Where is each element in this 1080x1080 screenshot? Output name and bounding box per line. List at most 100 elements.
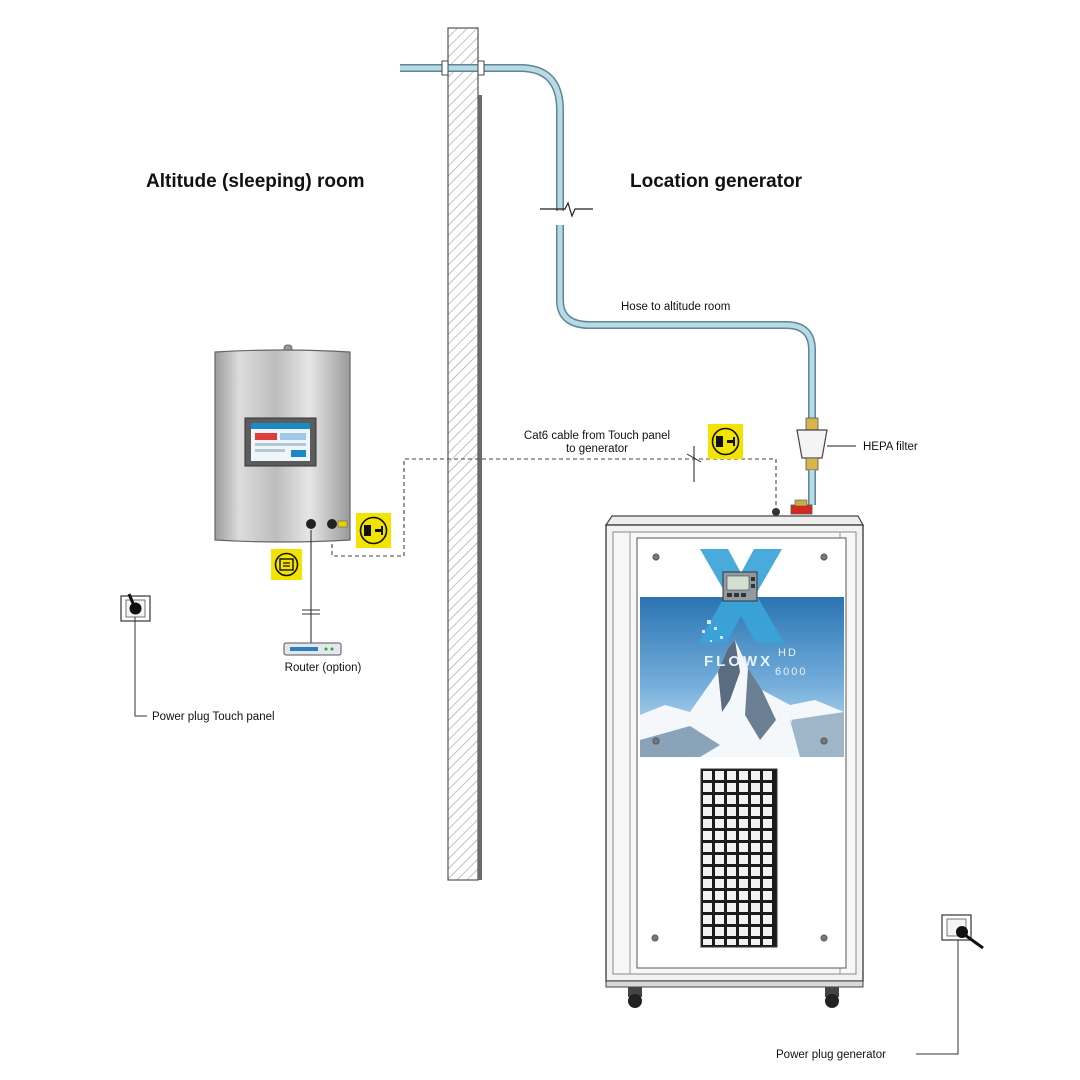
grille-cell: [715, 867, 724, 876]
cat6-label-line1: Cat6 cable from Touch panel: [524, 430, 670, 442]
grille-cell: [739, 867, 748, 876]
grille-cell: [751, 867, 760, 876]
grille-cell: [727, 891, 736, 900]
power-generator-leader: [916, 940, 959, 1055]
grille-cell: [727, 867, 736, 876]
grille-cell: [763, 843, 772, 852]
grille-cell: [739, 819, 748, 828]
grille-cell: [763, 891, 772, 900]
brand-suffix: HD: [778, 647, 798, 659]
grille-cell: [751, 879, 760, 888]
grille-cell: [751, 939, 760, 945]
grille-cell: [715, 891, 724, 900]
grille-cell: [751, 843, 760, 852]
power-socket-icon: [120, 593, 151, 622]
grille-cell: [763, 795, 772, 804]
cat6-cable: [331, 458, 777, 557]
grille-cell: [727, 795, 736, 804]
grille-cell: [751, 915, 760, 924]
grille-cell: [739, 783, 748, 792]
grille-cell: [703, 915, 712, 924]
grille-cell: [763, 927, 772, 936]
grille-cell: [739, 795, 748, 804]
grille-cell: [715, 915, 724, 924]
grille-cell: [703, 795, 712, 804]
brand-logo: FLOWX: [704, 653, 773, 670]
grille-cell: [703, 927, 712, 936]
generator: FLOWX HD 6000: [604, 499, 865, 1008]
grille-cell: [751, 891, 760, 900]
grille-cell: [739, 807, 748, 816]
grille-cell: [763, 771, 772, 780]
grille-cell: [751, 807, 760, 816]
grille-cell: [703, 783, 712, 792]
grille-cell: [739, 915, 748, 924]
grille-cell: [715, 819, 724, 828]
router: [283, 642, 342, 656]
grille-cell: [715, 843, 724, 852]
grille-cell: [763, 819, 772, 828]
grille-cell: [739, 771, 748, 780]
grille-cell: [763, 879, 772, 888]
grille-cell: [727, 843, 736, 852]
grille-cell: [763, 867, 772, 876]
grille-cell: [727, 783, 736, 792]
grille-cell: [715, 939, 724, 945]
power-touch-label: Power plug Touch panel: [152, 711, 275, 723]
cat6-label-line2: to generator: [566, 443, 628, 455]
grille-cell: [763, 807, 772, 816]
cable-break: [686, 446, 702, 482]
grille-cell: [703, 855, 712, 864]
grille-cell: [751, 831, 760, 840]
grille-cell: [715, 831, 724, 840]
grille-cell: [751, 783, 760, 792]
grille-cell: [763, 939, 772, 945]
grille-cell: [715, 879, 724, 888]
left-room-heading: Altitude (sleeping) room: [146, 171, 365, 192]
touch-panel: [214, 344, 351, 543]
router-link: [302, 530, 320, 643]
grille-cell: [739, 843, 748, 852]
grille-cell: [751, 855, 760, 864]
grille-cell: [703, 843, 712, 852]
ethernet-plug-icon: [708, 424, 743, 459]
grille-cell: [727, 927, 736, 936]
grille-cell: [763, 855, 772, 864]
ethernet-plug-icon: [356, 513, 391, 548]
power-socket-icon: [941, 914, 984, 950]
grille-cell: [715, 771, 724, 780]
grille-cell: [727, 879, 736, 888]
wall: [447, 27, 482, 881]
grille-cell: [703, 771, 712, 780]
grille-cell: [751, 927, 760, 936]
grille-cell: [739, 831, 748, 840]
grille-cell: [703, 807, 712, 816]
grille-cell: [727, 903, 736, 912]
hose: [400, 60, 816, 420]
grille-cell: [763, 903, 772, 912]
grille-cell: [715, 783, 724, 792]
grille-cell: [715, 855, 724, 864]
grille-cell: [751, 795, 760, 804]
grille-cell: [727, 807, 736, 816]
grille-cell: [703, 879, 712, 888]
grille-cell: [703, 819, 712, 828]
network-icon: [271, 549, 302, 580]
grille-cell: [727, 771, 736, 780]
power-touch-leader: [134, 617, 147, 717]
grille-cell: [703, 903, 712, 912]
grille-cell: [703, 891, 712, 900]
grille-cell: [763, 915, 772, 924]
grille-cell: [739, 891, 748, 900]
grille-cell: [715, 807, 724, 816]
grille-cell: [763, 783, 772, 792]
grille-cell: [727, 939, 736, 945]
grille-cell: [727, 915, 736, 924]
grille-cell: [751, 771, 760, 780]
grille-cell: [727, 831, 736, 840]
grille-cell: [703, 867, 712, 876]
hose-label: Hose to altitude room: [621, 301, 730, 313]
grille-cell: [739, 879, 748, 888]
router-label: Router (option): [285, 662, 362, 674]
